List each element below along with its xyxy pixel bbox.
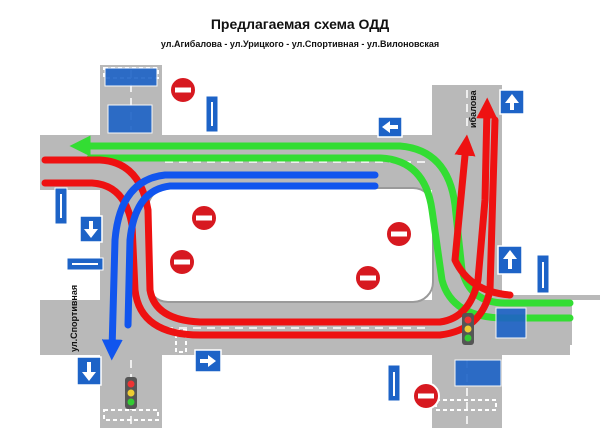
lane-sign-icon (107, 104, 153, 134)
no-entry-icon (412, 382, 440, 410)
traffic-light-icon (462, 313, 474, 345)
lane-sign-icon (495, 307, 527, 339)
arrow-up-sign-icon (499, 89, 525, 115)
route-blue (101, 171, 379, 361)
crosswalks (103, 67, 497, 421)
arrow-down-sign-icon (79, 215, 103, 243)
arrow-left-sign-icon (377, 116, 403, 138)
direction-signs (54, 67, 550, 402)
no-entry-icon (385, 220, 413, 248)
central-island (147, 187, 434, 303)
street-label-right: ибалова (468, 89, 478, 128)
arrow-right-sign-icon (194, 349, 222, 373)
no-entry-icon (168, 248, 196, 276)
diagram-subtitle: ул.Агибалова - ул.Урицкого - ул.Спортивн… (160, 39, 440, 49)
street-label-left: ул.Спортивная (69, 285, 79, 352)
lane-sign-icon (66, 257, 104, 271)
lane-sign-icon (54, 187, 68, 225)
traffic-light-icon (125, 377, 137, 409)
lane-sign-icon (104, 67, 158, 87)
no-entry-icon (190, 204, 218, 232)
arrow-down-sign-icon (76, 356, 102, 386)
lane-sign-icon (536, 254, 550, 294)
arrow-up-sign-icon (497, 245, 523, 275)
no-entry-icon (354, 264, 382, 292)
lane-sign-icon (205, 95, 219, 133)
lane-sign-icon (454, 359, 502, 387)
route-red (41, 97, 514, 339)
no-entry-signs (168, 76, 440, 410)
diagram-title: Предлагаемая схема ОДД (210, 16, 390, 32)
lane-sign-icon (387, 364, 401, 402)
no-entry-icon (169, 76, 197, 104)
